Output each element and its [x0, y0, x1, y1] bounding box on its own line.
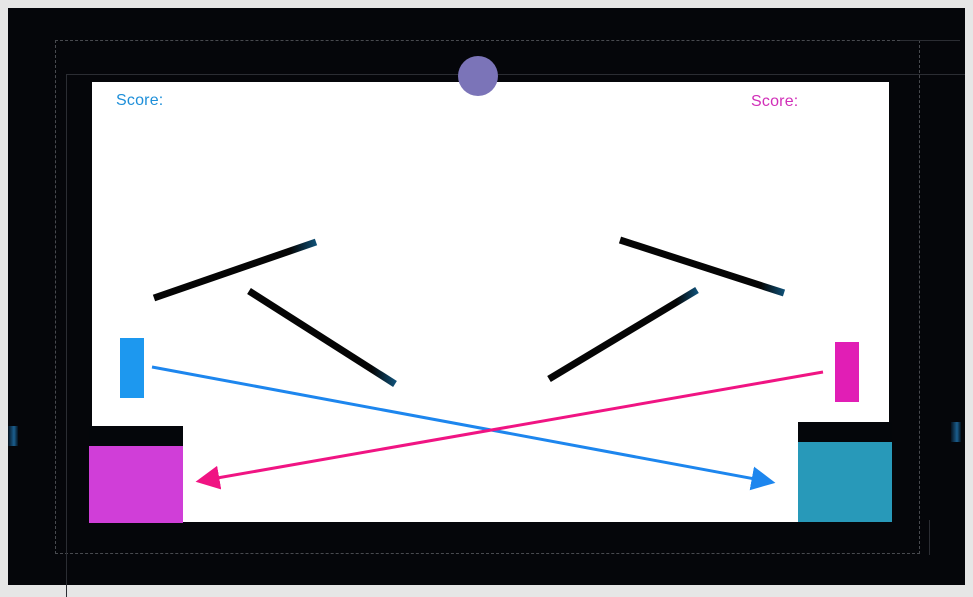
ball	[458, 56, 498, 96]
left-score-label: Score:	[116, 92, 164, 109]
left-paddle[interactable]	[120, 338, 144, 398]
right-score-label: Score:	[751, 93, 799, 110]
right-aim-arrow	[195, 370, 824, 490]
play-area	[92, 82, 889, 522]
left-upper-barrier	[152, 238, 318, 302]
right-paddle[interactable]	[835, 342, 859, 402]
frame-guide-top	[66, 74, 965, 75]
right-upper-barrier	[618, 236, 786, 297]
right-goal-cap	[798, 422, 892, 442]
left-goal	[89, 446, 183, 523]
left-goal-cap	[89, 426, 183, 446]
frame-guide-right	[929, 520, 930, 555]
dashed-boundary	[55, 40, 920, 554]
left-aim-arrow	[151, 365, 776, 491]
left-lower-barrier	[247, 288, 397, 387]
barriers	[152, 177, 786, 387]
frame-guide-left	[66, 74, 67, 597]
frame-guide-top-right	[900, 40, 960, 41]
right-goal	[798, 442, 892, 522]
right-lower-barrier	[547, 287, 699, 382]
left-edge-marker	[8, 426, 18, 446]
right-edge-marker	[951, 422, 961, 442]
